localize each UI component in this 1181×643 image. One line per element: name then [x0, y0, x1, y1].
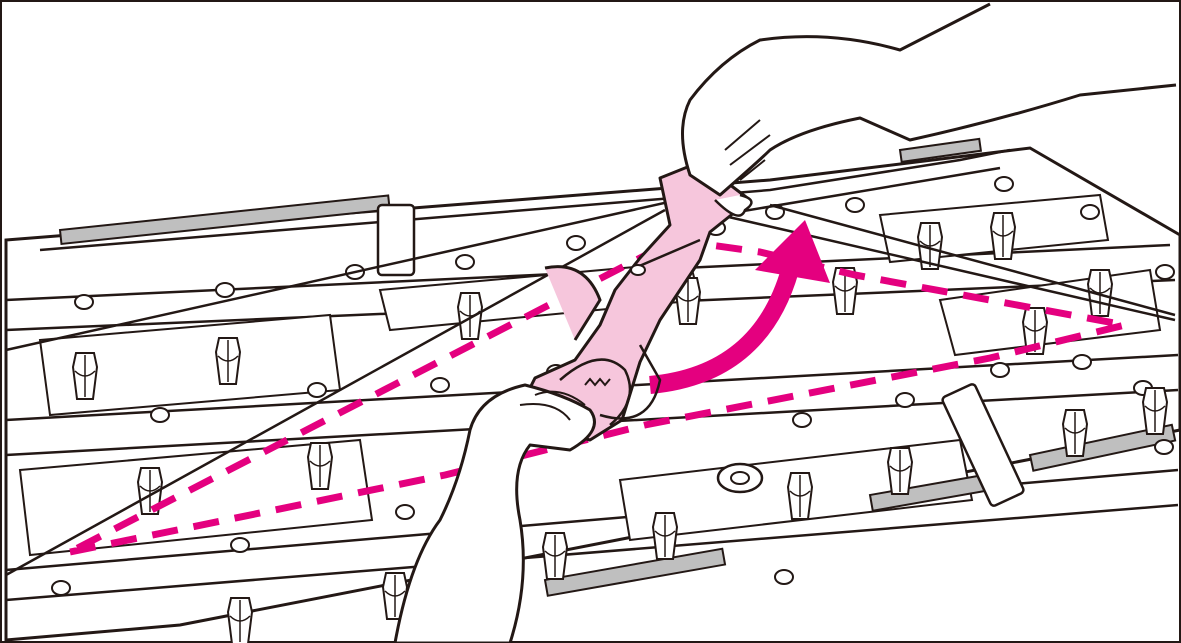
upper-hand	[681, 2, 1177, 217]
curved-arrow-icon	[649, 220, 830, 394]
strap-bracket-right	[941, 383, 1025, 507]
frame-holes	[51, 176, 1175, 596]
clothespin-icon	[652, 512, 678, 560]
lower-hand	[393, 344, 662, 643]
clothespin-icon	[72, 352, 98, 400]
clothespin-icon	[1142, 387, 1168, 435]
clothespin-icon	[887, 447, 913, 495]
clothespin-icon	[457, 292, 483, 340]
back-rod	[58, 194, 391, 246]
clothespin-icon	[787, 472, 813, 520]
clothespin-icon	[990, 212, 1016, 260]
clothespin-icon	[227, 597, 253, 643]
clothespin-icon	[542, 532, 568, 580]
clothespin-icon	[215, 337, 241, 385]
strap-bracket-left	[376, 203, 416, 277]
clothespin-icon	[1062, 409, 1088, 457]
back-rod-right	[898, 137, 983, 164]
front-rod	[543, 547, 727, 597]
clothespin-icon	[307, 442, 333, 490]
front-rod-far	[1028, 423, 1177, 472]
